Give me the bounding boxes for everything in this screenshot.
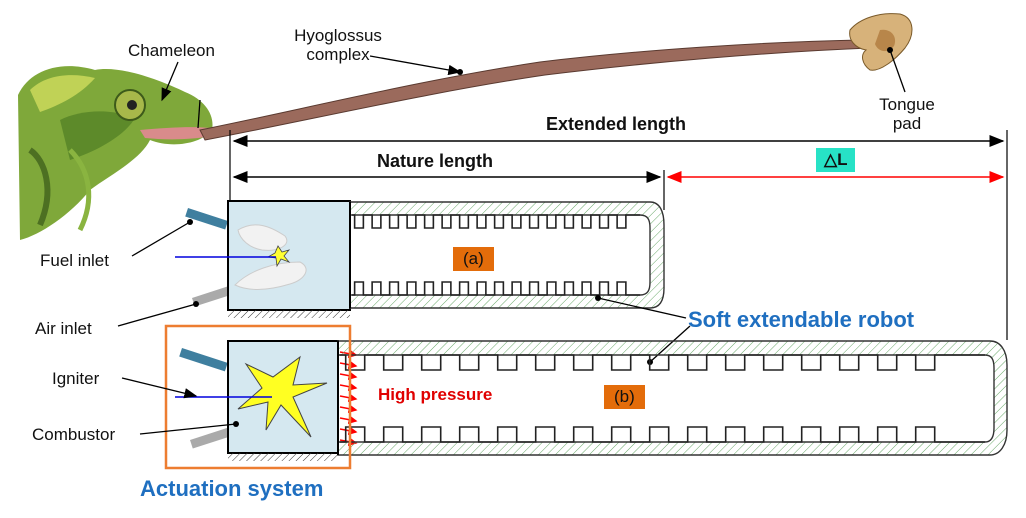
tongue-pad-label-line2: pad	[892, 114, 922, 133]
hyoglossus-leader	[369, 55, 462, 76]
soft-robot-label: Soft extendable robot	[688, 307, 915, 332]
combustor-leader	[139, 423, 237, 435]
actuation-system-label: Actuation system	[140, 476, 324, 501]
fuel-inlet-label: Fuel inlet	[40, 251, 109, 270]
chameleon-illustration	[18, 66, 213, 240]
delta-l-badge: △L	[816, 148, 856, 172]
tag-b: (b)	[604, 385, 645, 409]
combustor-chamber-a	[227, 200, 351, 311]
pressure-arrow	[339, 415, 358, 425]
tongue-pad-leader	[889, 49, 906, 93]
mouth-leader	[197, 99, 201, 129]
pressure-arrow	[339, 426, 358, 436]
chameleon-leader	[161, 61, 179, 102]
pressure-arrow	[339, 360, 358, 370]
fuel-inlet-leader	[131, 221, 191, 257]
bellows-top-b	[340, 354, 985, 371]
hyoglossus-label-line1: Hyoglossus	[294, 26, 382, 45]
igniter-label: Igniter	[52, 369, 100, 388]
pressure-arrows	[339, 349, 358, 447]
soft-robot-leader-a	[597, 297, 687, 319]
tag-a: (a)	[453, 247, 494, 271]
hyoglossus-label: Hyoglossus complex	[283, 27, 393, 63]
extended-length-label: Extended length	[546, 114, 687, 134]
nature-length-label: Nature length	[377, 151, 494, 171]
tongue-pad-label: Tongue pad	[870, 96, 944, 132]
tongue-pad-shape	[849, 13, 913, 71]
bellows-top-a	[352, 214, 640, 229]
high-pressure-label: High pressure	[378, 385, 493, 404]
igniter-leader	[121, 377, 198, 399]
pressure-arrow	[339, 371, 358, 381]
hyoglossus-label-line2: complex	[306, 45, 370, 64]
combustor-label: Combustor	[32, 425, 116, 444]
chameleon-label: Chameleon	[128, 41, 215, 60]
pressure-arrow	[339, 404, 358, 414]
air-inlet-label: Air inlet	[35, 319, 92, 338]
tongue-pad-label-line1: Tongue	[879, 95, 935, 114]
robot-a	[175, 200, 665, 318]
robot-b	[175, 340, 1008, 461]
pressure-arrow	[339, 382, 358, 392]
bellows-bottom-a	[352, 281, 640, 296]
air-inlet-pipe-b	[190, 427, 231, 449]
fuel-inlet-pipe-b	[179, 348, 228, 372]
actuation-system-box	[164, 324, 352, 470]
explosion-icon	[237, 355, 328, 438]
spark-icon-a	[266, 245, 291, 268]
air-inlet-pipe-a	[192, 286, 231, 307]
bellows-bottom-b	[340, 426, 985, 443]
pressure-arrow	[339, 393, 358, 403]
air-inlet-leader	[117, 303, 197, 327]
fuel-inlet-pipe-a	[185, 208, 228, 230]
